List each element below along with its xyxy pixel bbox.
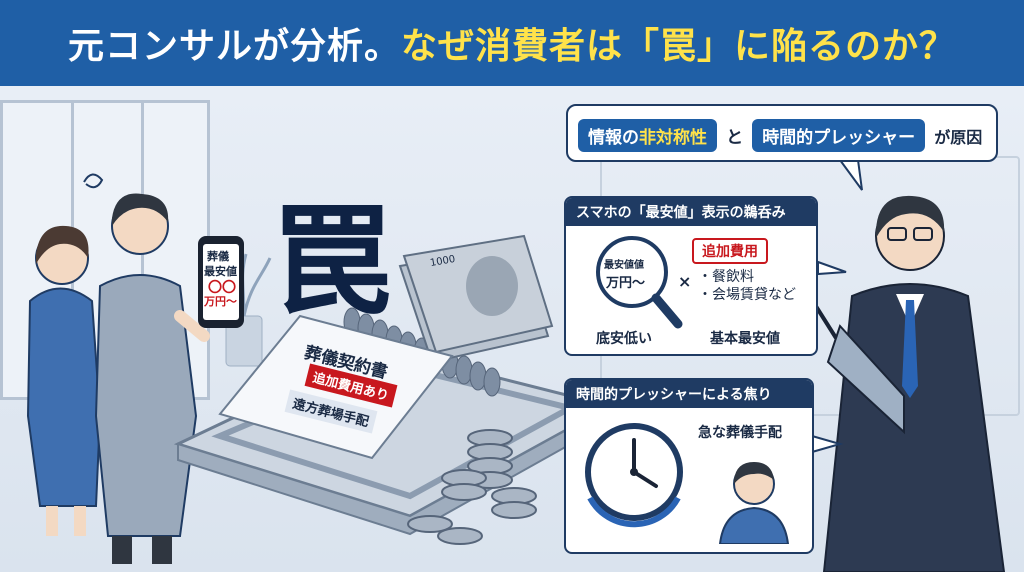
caption-left: 底安低い (596, 331, 652, 347)
time-pressure-panel: 時間的プレッシャーによる焦り 急な葬儀手配 (564, 378, 814, 554)
extra-cost-label: 追加費用 (692, 238, 768, 264)
woman-figure (26, 173, 104, 536)
panel2-heading: 時間的プレッシャーによる焦り (566, 380, 812, 408)
lowest-price-panel: スマホの「最安値」表示の鵜呑み 最安値値 万円〜 追加費用 × ・餐飲料 ・会場… (564, 196, 818, 356)
clock-icon (585, 423, 683, 528)
tag-time-pressure: 時間的プレッシャー (752, 119, 926, 152)
phone-text-line3: 〇〇 (208, 280, 236, 296)
cause-speech-bubble: 情報の非対称性 と 時間的プレッシャー が原因 (566, 104, 998, 162)
illustration-scene: 罠 (0, 86, 1024, 572)
page-title: 元コンサルが分析。なぜ消費者は「罠」に陥るのか？ (68, 17, 956, 69)
tag1-pre: 情報の (588, 128, 639, 148)
tag-information-asymmetry: 情報の非対称性 (578, 119, 717, 152)
phone-text-line4: 万円〜 (204, 295, 237, 308)
panel2-caption: 急な葬儀手配 (698, 425, 782, 441)
title-part1: 元コンサルが分析。 (67, 26, 401, 67)
illustration-art (26, 159, 1006, 572)
extra-cost-bullet2: ・会場賃貸など (698, 287, 796, 303)
caption-right: 基本最安値 (710, 331, 780, 347)
cause-connector: と (726, 128, 744, 148)
phone-text-line1: 葬儀 (207, 250, 229, 263)
title-banner: 元コンサルが分析。なぜ消費者は「罠」に陥るのか？ (0, 0, 1024, 86)
businessman-figure (810, 195, 1006, 572)
smartphone-icon (198, 236, 244, 328)
title-part2: なぜ消費者は「罠」に陥るのか？ (401, 26, 957, 67)
panel1-heading: スマホの「最安値」表示の鵜呑み (566, 198, 816, 226)
man-figure (94, 193, 210, 564)
phone-text-line2: 最安値 (204, 265, 237, 278)
coins-icon (407, 429, 537, 545)
times-symbol: × (678, 272, 692, 291)
magnifier-icon (596, 236, 683, 329)
tag1-highlight: 非対称性 (639, 128, 707, 148)
lens-line1: 最安値値 (604, 260, 644, 271)
extra-cost-bullet1: ・餐飲料 (698, 269, 754, 285)
stressed-person-icon (718, 462, 790, 544)
banknotes-icon (398, 234, 554, 364)
trap-character: 罠 (272, 191, 392, 332)
cause-suffix: が原因 (934, 128, 983, 147)
lens-line2: 万円〜 (606, 276, 646, 291)
